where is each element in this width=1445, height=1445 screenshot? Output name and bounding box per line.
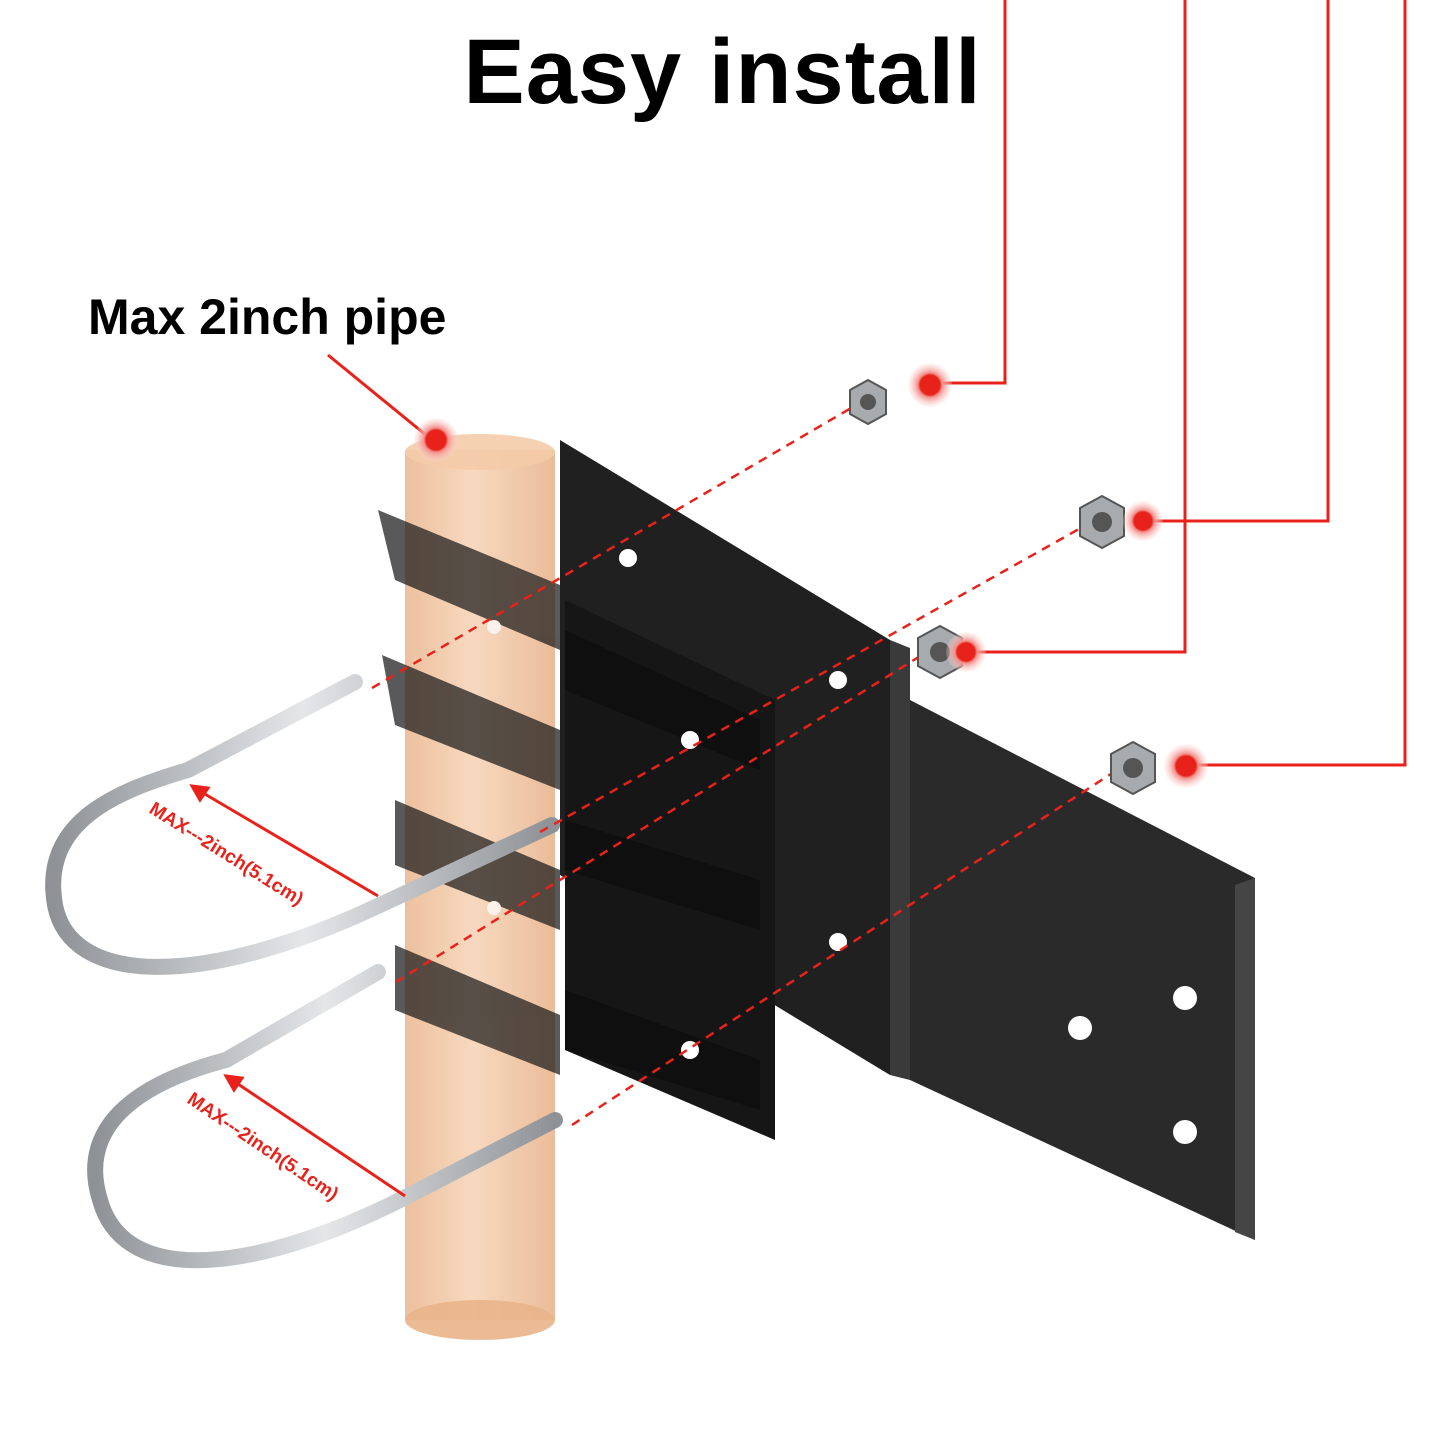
hex-nut — [1079, 494, 1125, 550]
clamp-jaws — [378, 510, 560, 1075]
bolt-hole — [619, 549, 637, 567]
callout-dots — [414, 363, 1208, 788]
assembly-guide-lines — [371, 402, 1121, 1127]
u-bolt-upper — [45, 674, 560, 975]
bolt-hole — [681, 731, 699, 749]
dimension-label-lower: MAX---2inch(5.1cm) — [183, 1089, 342, 1206]
bolt-hole — [1173, 986, 1197, 1010]
callout-lines — [327, 0, 1407, 767]
bracket-side-plate — [910, 700, 1255, 1240]
callout-dot — [1123, 501, 1163, 541]
bolt-hole — [829, 933, 847, 951]
dimension-marks — [189, 784, 406, 1198]
callout-dot — [908, 363, 952, 407]
bolt-hole — [1068, 1016, 1092, 1040]
hex-nut — [849, 378, 887, 426]
callout-dot — [1164, 744, 1208, 788]
callout-dot — [414, 418, 458, 462]
bolt-hole — [1173, 1120, 1197, 1144]
hex-nut — [1110, 740, 1156, 796]
dimension-label-upper: MAX---2inch(5.1cm) — [145, 798, 307, 910]
page-title: Easy install — [463, 21, 982, 123]
pipe-size-label: Max 2inch pipe — [88, 289, 447, 345]
callout-dot — [946, 632, 986, 672]
u-bolt-lower — [87, 964, 563, 1269]
bolt-hole — [829, 671, 847, 689]
